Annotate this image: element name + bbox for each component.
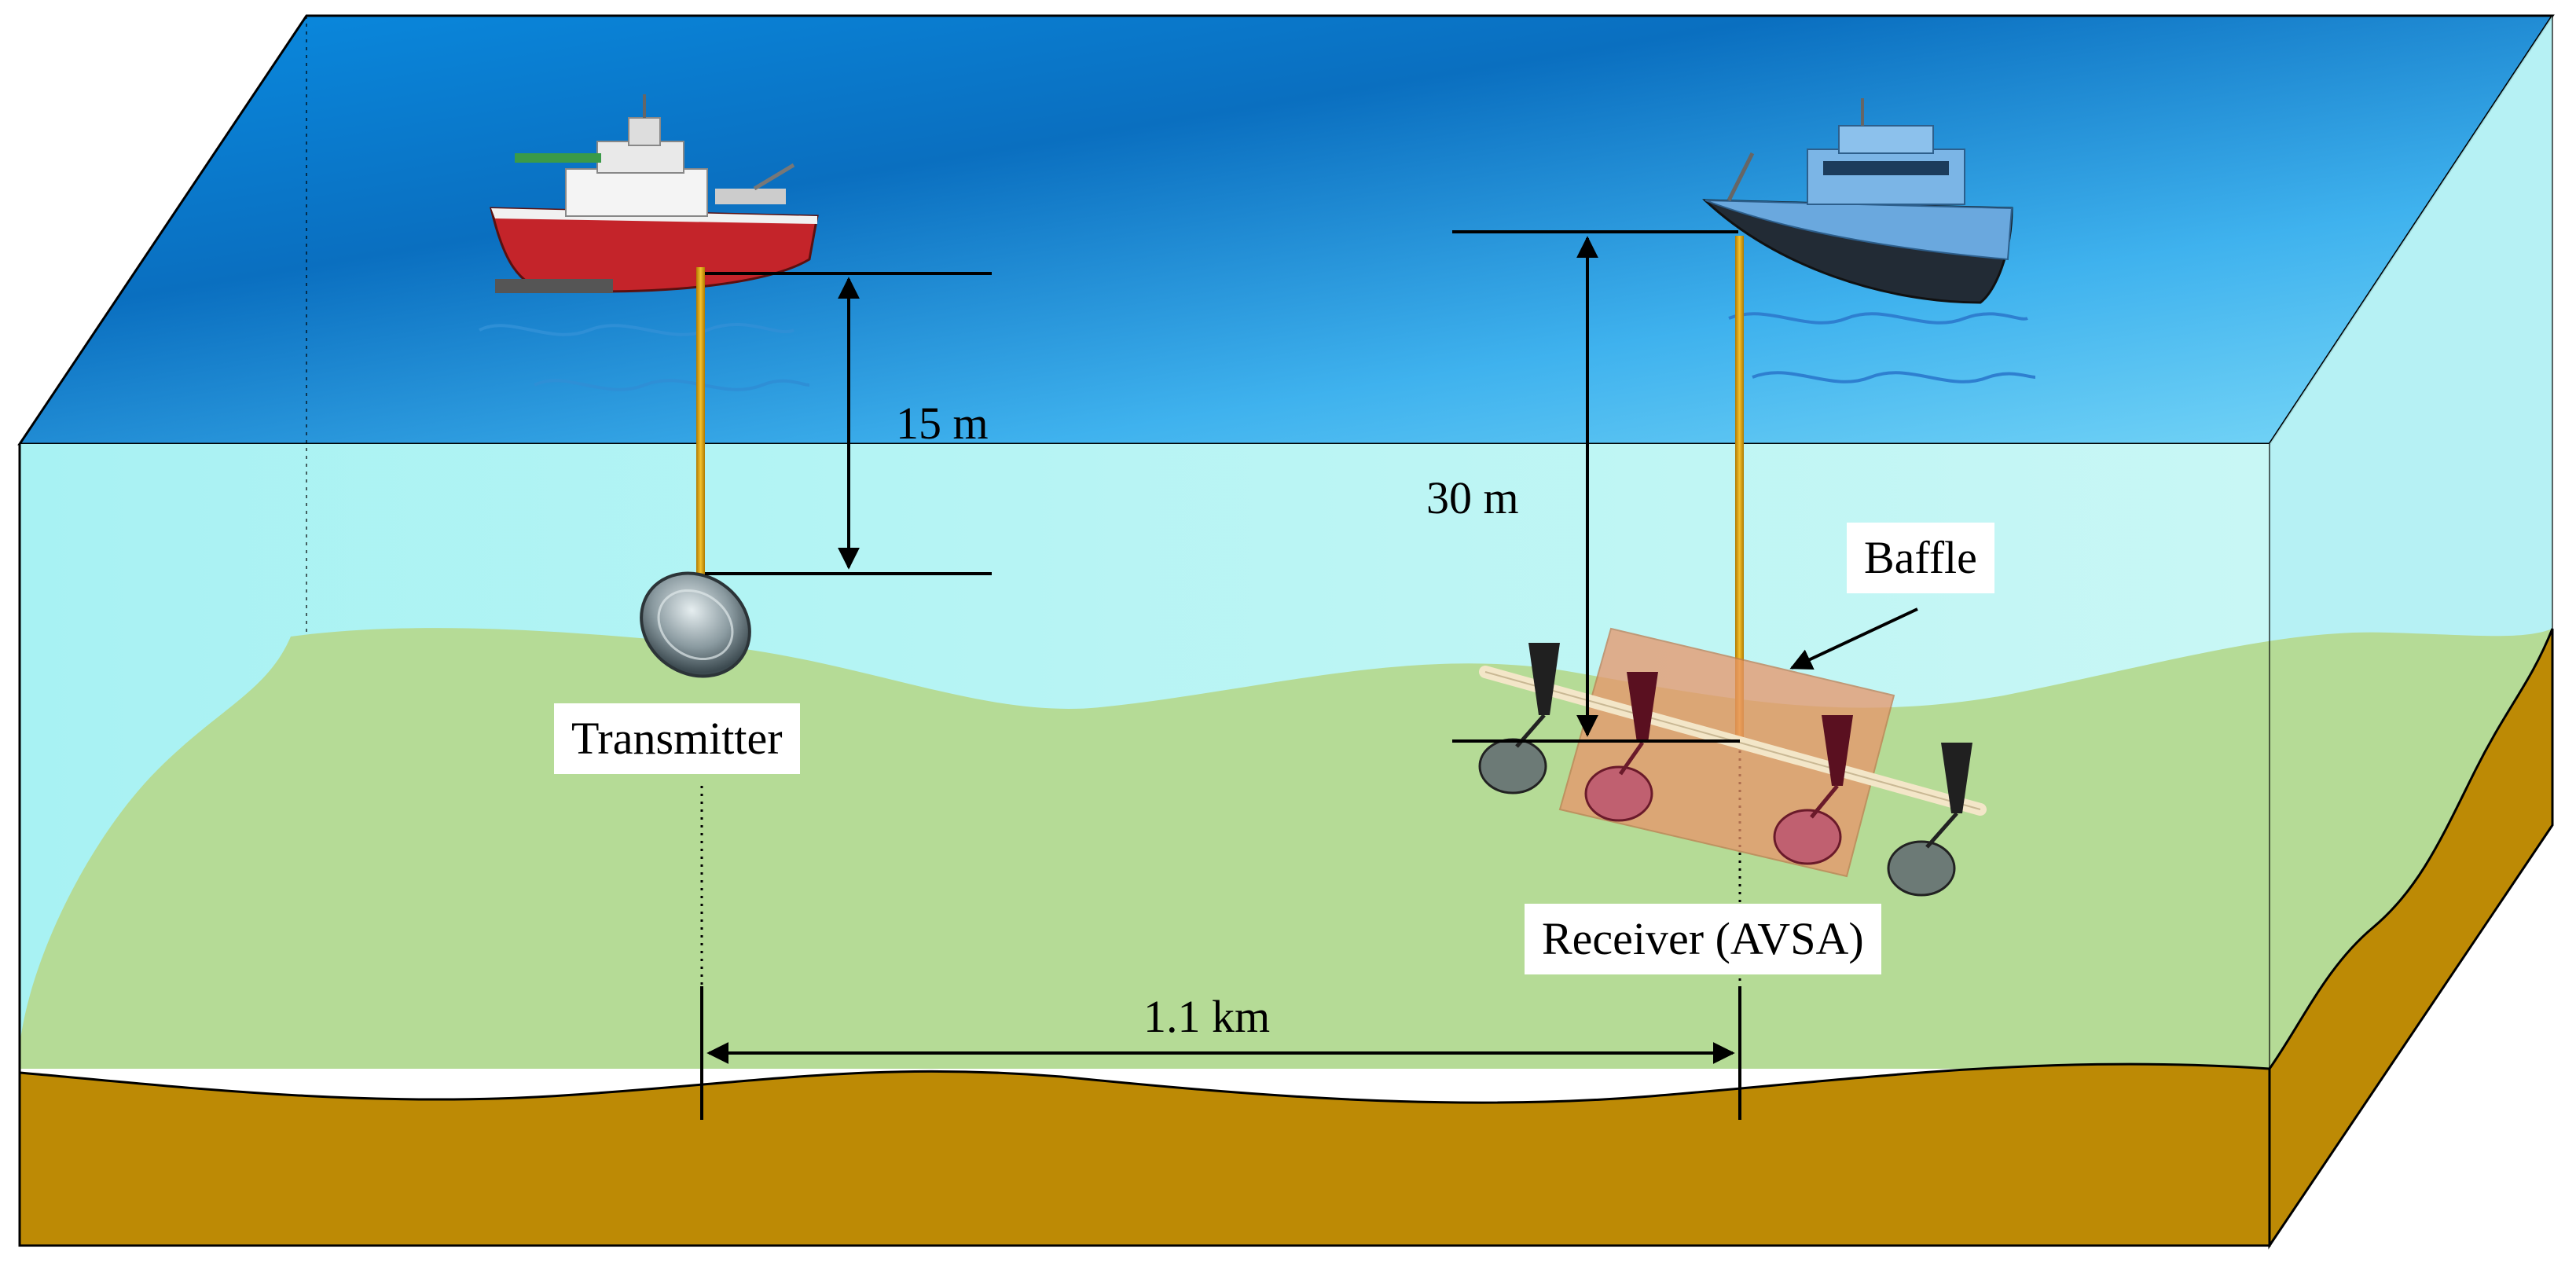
- receiver-label: Receiver (AVSA): [1525, 904, 1881, 974]
- receiver-cable: [1735, 236, 1744, 739]
- sea-surface: [17, 14, 2555, 446]
- transmitter-label: Transmitter: [554, 703, 800, 774]
- transmitter-depth-dimension: [705, 272, 992, 575]
- right-waves-icon: [1728, 312, 2036, 383]
- seabed-earth: [18, 1062, 2271, 1247]
- hydrophone-1-icon: [1478, 643, 1560, 794]
- transmitter-icon: [640, 571, 751, 678]
- hydrophone-3-icon: [1773, 715, 1853, 865]
- right-ship-icon: [1702, 98, 2013, 304]
- receiver-depth-dimension: [1452, 230, 1740, 743]
- range-label: 1.1 km: [1143, 991, 1271, 1042]
- baffle-label: Baffle: [1847, 523, 1994, 593]
- hydrophone-4-icon: [1887, 743, 1972, 897]
- receiver-depth-label: 30 m: [1426, 472, 1519, 523]
- range-dimension: [700, 986, 1741, 1120]
- hydrophone-2-icon: [1584, 672, 1658, 822]
- left-waves-icon: [479, 322, 810, 391]
- sediment-layer: [20, 628, 2552, 1069]
- baffle-pointer-arrow: [1789, 607, 1918, 670]
- transmitter-depth-label: 15 m: [896, 398, 989, 449]
- transmitter-cable: [696, 267, 705, 578]
- left-ship-icon: [490, 94, 819, 293]
- seabed-earth-side: [2268, 628, 2554, 1249]
